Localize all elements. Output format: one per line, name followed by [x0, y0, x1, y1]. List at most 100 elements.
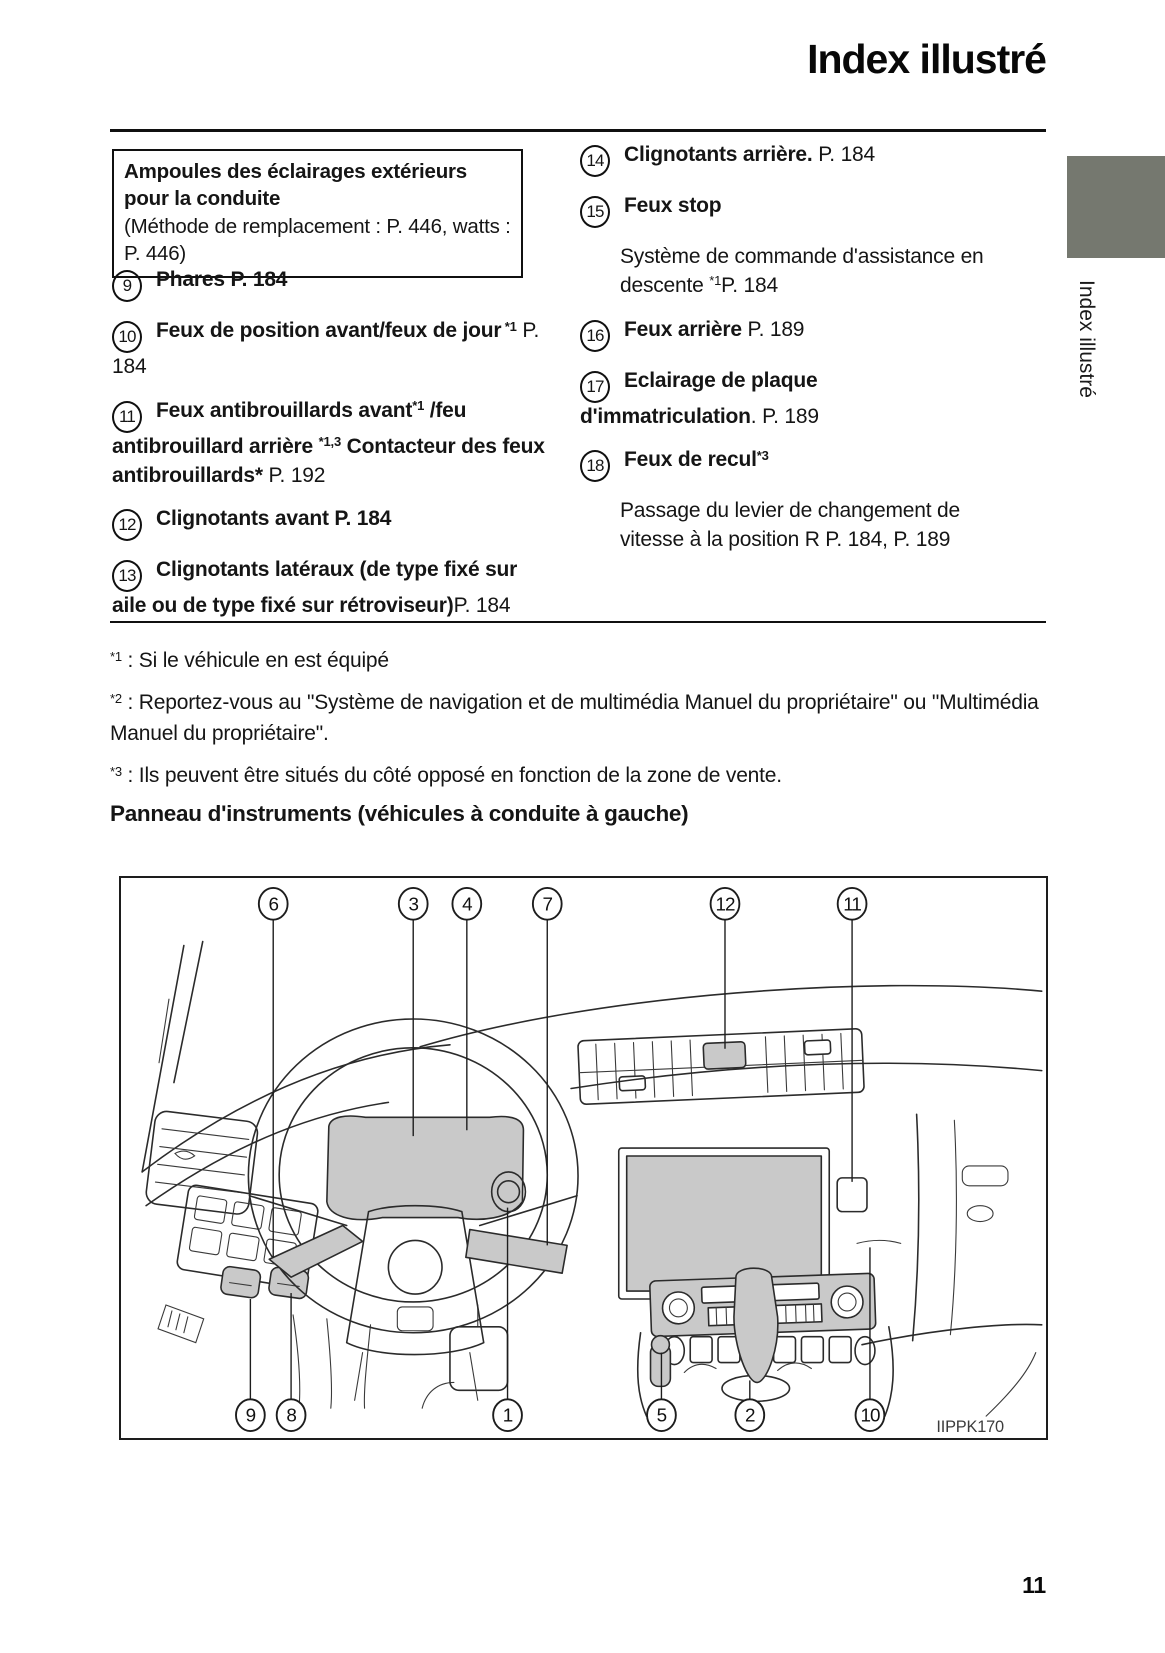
callout-6: 6 [257, 886, 289, 1258]
item-number-badge: 15 [580, 196, 610, 228]
svg-text:9: 9 [246, 1405, 256, 1426]
bulb-box-detail: (Méthode de remplacement : P. 446, watts… [124, 214, 511, 265]
item-number-badge: 14 [580, 145, 610, 177]
index-item-16: 16 Feux arrière P. 189 [580, 316, 985, 352]
section-heading: Panneau d'instruments (véhicules à condu… [110, 801, 689, 826]
bulb-box-title: Ampoules des éclairages extérieurs pour … [124, 160, 468, 211]
svg-text:8: 8 [286, 1405, 296, 1426]
svg-text:10: 10 [860, 1405, 879, 1426]
index-item-10: 10 Feux de position avant/feux de jour *1… [112, 317, 546, 382]
item-number-badge: 11 [112, 400, 142, 433]
index-item-15-detail: Système de commande d'assistance en desc… [620, 243, 985, 301]
item-text: Clignotants latéraux (de type fixé sur a… [112, 558, 518, 618]
footnote-3: *3 : Ils peuvent être situés du côté opp… [110, 763, 782, 788]
item-number-badge: 17 [580, 370, 610, 403]
svg-text:12: 12 [715, 893, 734, 914]
item-number-badge: 16 [580, 319, 610, 352]
callout-10: 10 [854, 1247, 886, 1432]
item-text: Système de commande d'assistance en desc… [620, 245, 984, 297]
footnote-rule [110, 621, 1046, 623]
item-text: Eclairage de plaque d'immatriculation [580, 368, 818, 428]
callout-4: 4 [451, 886, 483, 1131]
callout-9: 9 [235, 1298, 266, 1432]
item-text: *3 [756, 447, 769, 463]
callout-12: 12 [709, 886, 741, 1049]
figure-code: IIPPK170 [936, 1418, 1004, 1436]
item-text: /feu antibrouillard arrière [112, 398, 467, 458]
item-number-badge: 13 [112, 560, 142, 593]
left-switch-panel [176, 1184, 319, 1289]
lower-switches [220, 1265, 310, 1300]
svg-text:11: 11 [843, 893, 861, 914]
callout-7: 7 [531, 886, 563, 1246]
item-text: Feux de recul [624, 448, 757, 472]
svg-text:5: 5 [657, 1405, 667, 1426]
left-air-vent [145, 1110, 259, 1215]
callout-8: 8 [275, 1293, 307, 1432]
index-item-14: 14 Clignotants arrière. P. 184 [580, 141, 985, 177]
item-text: *1,3 [318, 434, 342, 450]
item-number-badge: 10 [112, 321, 142, 353]
item-number-badge: 18 [580, 450, 610, 483]
index-item-18: 18 Feux de recul*3 [580, 446, 985, 483]
svg-text:1: 1 [503, 1405, 513, 1426]
section-tab-marker [1067, 156, 1165, 258]
header-rule [110, 129, 1046, 132]
callout-2: 2 [734, 1380, 766, 1432]
footnote-marker: *1 [110, 648, 122, 664]
item-text: Clignotants arrière. [624, 143, 813, 166]
svg-text:7: 7 [543, 893, 553, 914]
item-text: P. 192 [262, 463, 326, 487]
bulb-info-box: Ampoules des éclairages extérieurs pour … [112, 149, 523, 278]
callout-5: 5 [646, 1352, 677, 1432]
shift-lever [733, 1267, 779, 1384]
right-stalk [465, 1228, 568, 1274]
item-text: Feux de position avant/feux de jour [156, 319, 502, 342]
item-text: *1 [412, 398, 425, 414]
item-text: Contacteur des feux antibrouillards* [112, 434, 545, 487]
dashboard-diagram: 6 3 4 7 12 11 9 8 1 5 2 10 IIPPK170 [119, 876, 1048, 1440]
callout-3: 3 [397, 886, 429, 1137]
section-tab-label: Index illustré [1075, 280, 1098, 398]
callout-1: 1 [492, 1207, 523, 1432]
footnotes: *1 : Si le véhicule en est équipé *2 : Re… [110, 645, 1050, 802]
page-title: Index illustré [807, 36, 1047, 82]
item-text: Clignotants avant P. 184 [156, 507, 392, 531]
item-text: . P. 189 [750, 404, 819, 428]
footnote-marker: *2 [110, 690, 122, 706]
ignition-switch [490, 1171, 527, 1213]
item-text: P. 184 [453, 594, 511, 618]
svg-text:2: 2 [745, 1405, 755, 1426]
item-text: P. 184 [721, 273, 778, 297]
item-number-badge: 9 [112, 270, 142, 302]
svg-text:3: 3 [408, 893, 418, 914]
hazard-switch [702, 1041, 747, 1070]
svg-text:6: 6 [268, 893, 278, 914]
item-text: *1 [709, 273, 722, 289]
dashboard-line-art [141, 940, 1043, 1417]
item-number-badge: 12 [112, 509, 142, 542]
item-text: *1 [501, 318, 517, 334]
index-item-18-detail: Passage du levier de changement de vites… [620, 497, 985, 555]
item-text: P. 184 [112, 319, 540, 378]
page-number: 11 [1022, 1572, 1046, 1598]
instrument-cluster [326, 1115, 525, 1221]
item-text: Passage du levier de changement de vites… [620, 499, 960, 552]
callout-11: 11 [836, 886, 868, 1182]
item-text: P. 184 [812, 143, 876, 166]
footnote-2: *2 : Reportez-vous au "Système de naviga… [110, 690, 1039, 746]
center-vents [577, 1028, 865, 1105]
index-item-15: 15 Feux stop [580, 192, 985, 228]
item-text: Feux antibrouillards avant [156, 398, 413, 422]
index-item-12: 12 Clignotants avant P. 184 [112, 505, 546, 542]
footnote-1: *1 : Si le véhicule en est équipé [110, 648, 389, 673]
footnote-marker: *3 [110, 763, 122, 779]
item-text: P. 189 [741, 317, 805, 341]
item-text: Feux arrière [624, 317, 742, 341]
item-text: Feux stop [624, 194, 722, 217]
